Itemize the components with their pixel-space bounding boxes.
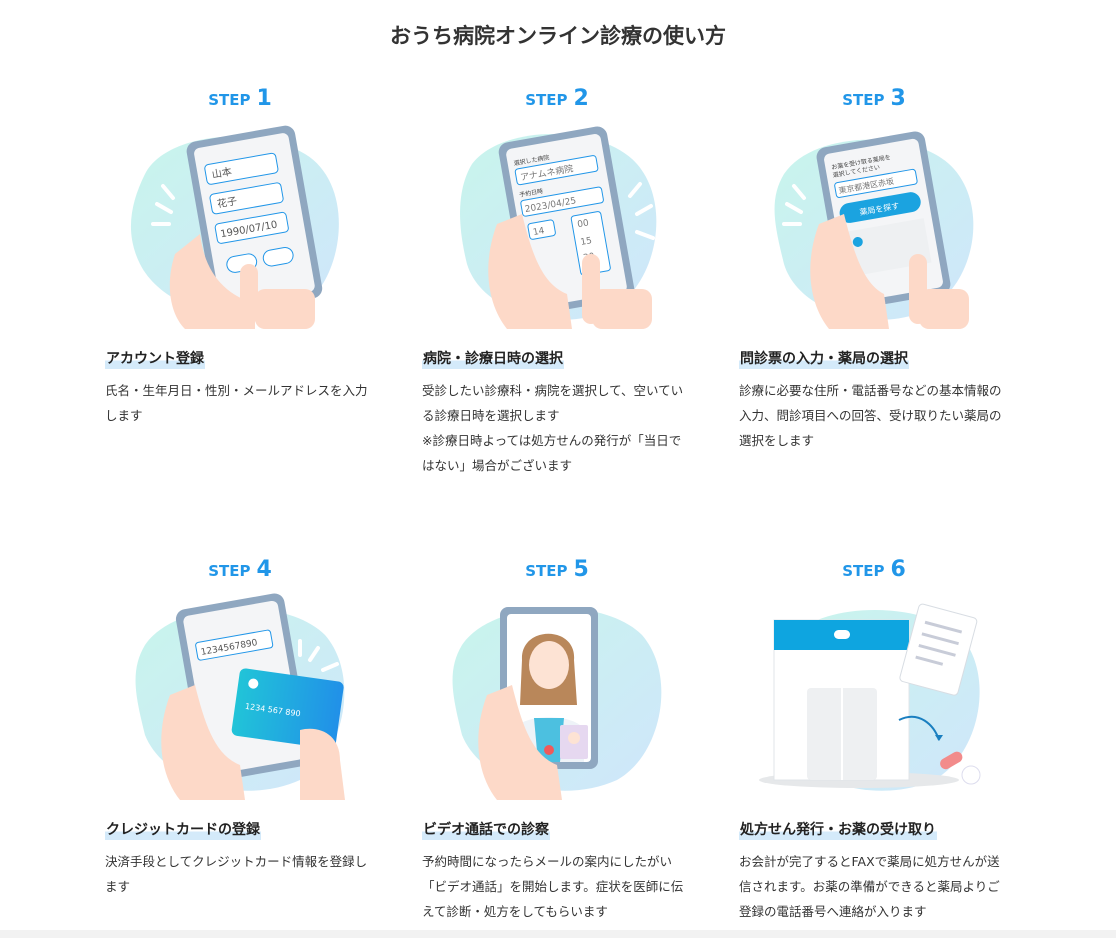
hospital-date-selection-illustration: 選択した病院 アナムネ病院 予約日時 2023/04/25 14 00 1530 [460,126,657,329]
video-call-illustration [452,607,662,800]
credit-card-illustration: 1234567890 1234 567 890 [135,593,345,800]
step-heading: ビデオ通話での診察 [422,819,550,840]
step-description: 決済手段としてクレジットカード情報を登録します [105,854,368,894]
step-heading: 問診票の入力・薬局の選択 [739,348,909,369]
step-heading: 処方せん発行・お薬の受け取り [739,819,937,840]
page-title: おうち病院オンライン診療の使い方 [390,24,726,48]
page-footer-edge [0,930,1116,938]
step-heading: 病院・診療日時の選択 [422,348,564,369]
svg-text:花子: 花子 [216,194,238,210]
step-description: 受診したい診療科・病院を選択して、空いている診療日時を選択します※診療日時よって… [422,378,692,478]
step-heading: アカウント登録 [105,348,205,369]
step-heading: クレジットカードの登録 [105,819,261,840]
step-description: 診療に必要な住所・電話番号などの基本情報の入力、問診項目への回答、受け取りたい薬… [739,383,1002,448]
step-description: 予約時間になったらメールの案内にしたがい「ビデオ通話」を開始します。症状を医師に… [422,854,684,919]
prescription-pharmacy-illustration [759,603,981,791]
step-description: お会計が完了するとFAXで薬局に処方せんが送信されます。お薬の準備ができると薬局… [739,854,1000,919]
account-registration-illustration: 山本 花子 1990/07/10 [130,125,339,329]
svg-text:14: 14 [532,226,545,238]
svg-text:15: 15 [580,236,593,248]
step-note: ※診療日時よっては処方せんの発行が「当日ではない」場合がございます [422,433,682,473]
step-description: 氏名・生年月日・性別・メールアドレスを入力します [105,383,368,423]
svg-text:00: 00 [577,218,590,230]
svg-text:山本: 山本 [211,165,233,181]
